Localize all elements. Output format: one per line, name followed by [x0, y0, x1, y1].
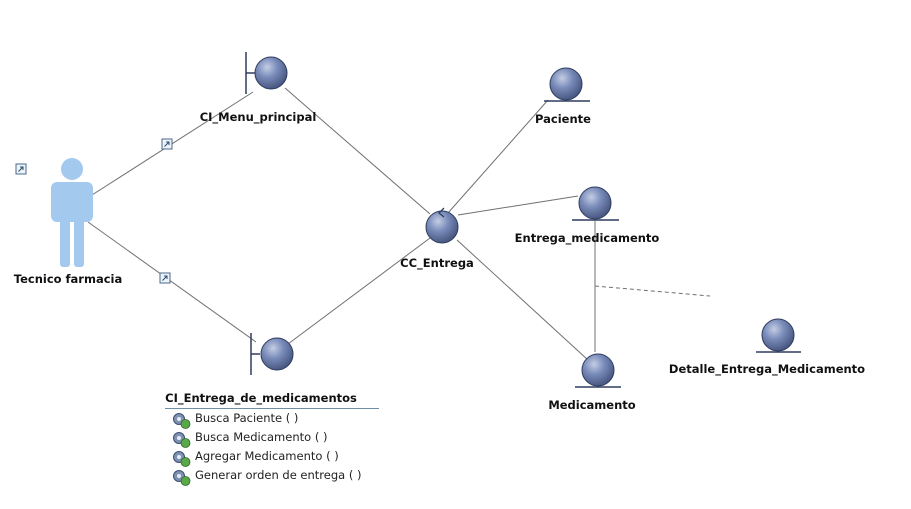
link-control-medicamento[interactable]: [456, 239, 589, 361]
link-dashed-detalle[interactable]: [594, 285, 711, 297]
operation-gear-icon: [173, 432, 191, 448]
operation-generar-orden[interactable]: Generar orden de entrega ( ): [195, 468, 362, 482]
actor-icon[interactable]: [51, 158, 93, 267]
paciente-label: Paciente: [535, 112, 591, 126]
medicamento-label: Medicamento: [548, 398, 636, 412]
detalle-label: Detalle_Entrega_Medicamento: [668, 362, 866, 376]
cc-entrega-label: CC_Entrega: [400, 256, 474, 270]
entity-detalle-entrega-medicamento[interactable]: [756, 318, 801, 353]
link-control-paciente[interactable]: [447, 99, 549, 214]
link-badge-icon: [159, 272, 171, 284]
control-cc-entrega[interactable]: [425, 207, 459, 244]
operation-agregar-medicamento[interactable]: Agregar Medicamento ( ): [195, 449, 339, 463]
menu-principal-label: CI_Menu_principal: [199, 110, 317, 124]
actor-label: Tecnico farmacia: [13, 272, 123, 286]
operation-busca-paciente[interactable]: Busca Paciente ( ): [195, 411, 299, 425]
boundary-entrega-medicamentos[interactable]: [250, 333, 294, 375]
operation-busca-medicamento[interactable]: Busca Medicamento ( ): [195, 430, 328, 444]
link-badge-icon: [15, 163, 27, 175]
link-actor-entrega[interactable]: [87, 221, 257, 343]
operation-gear-icon: [173, 413, 191, 429]
entrega-medicamento-label: Entrega_medicamento: [514, 231, 660, 245]
link-badge-icon: [161, 138, 173, 150]
link-menu-control[interactable]: [284, 87, 431, 215]
operations-divider: [165, 408, 379, 409]
operation-gear-icon: [173, 470, 191, 486]
boundary-menu-principal[interactable]: [245, 52, 288, 94]
entity-medicamento[interactable]: [575, 353, 621, 388]
entity-entrega-medicamento[interactable]: [572, 186, 619, 221]
link-entrega-control[interactable]: [287, 237, 431, 345]
entity-paciente[interactable]: [544, 67, 590, 102]
link-control-entrega-med[interactable]: [457, 195, 579, 216]
entrega-medicamentos-label: CI_Entrega_de_medicamentos: [165, 391, 357, 405]
operation-gear-icon: [173, 451, 191, 467]
